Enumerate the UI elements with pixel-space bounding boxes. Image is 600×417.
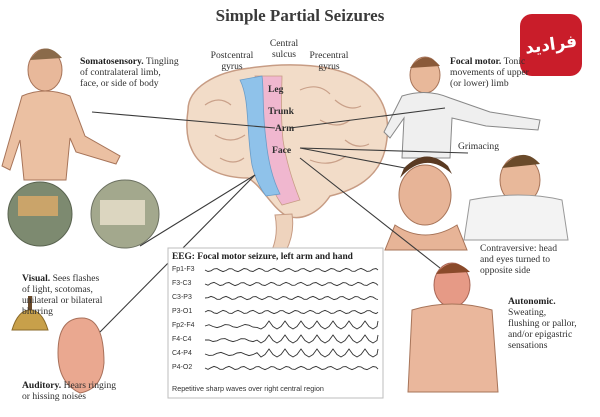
visual-line-1: Sees flashes	[50, 273, 100, 284]
visual-line-4: blurring	[22, 306, 53, 317]
eeg-channel-label: P3-O1	[172, 308, 193, 315]
auditory-line-1: Hears ringing	[61, 380, 117, 391]
precentral-gyrus-label: Precentral gyrus	[300, 50, 358, 72]
visual-line-3: unilateral or bilateral	[22, 295, 103, 306]
grimacing-label: Grimacing	[458, 141, 500, 152]
focal-motor-label: Focal motor. Tonic movements of upper (o…	[450, 56, 530, 89]
eeg-channel-label: Fp2-F4	[172, 322, 195, 329]
eeg-channel-label: P4-O2	[172, 364, 193, 371]
brand-logo: فرادید	[520, 14, 582, 76]
auditory-head: Auditory.	[22, 380, 62, 391]
focal-motor-line-3: (or lower) limb	[450, 78, 509, 89]
autonomic-figure	[407, 262, 499, 393]
contraversive-line-2: and eyes turned to	[480, 254, 551, 265]
visual-line-2: of light, scotomas,	[22, 284, 93, 295]
bell-and-ear	[11, 296, 105, 394]
somatosensory-line-3: face, or side of body	[80, 78, 159, 89]
eeg-channel-label: C4-P4	[172, 350, 192, 357]
somatosensory-head: Somatosensory.	[80, 56, 144, 67]
somatosensory-line-1: Tingling	[143, 56, 179, 67]
visual-label: Visual. Sees flashes of light, scotomas,…	[22, 273, 142, 317]
postcentral-line-2: gyrus	[221, 61, 243, 72]
autonomic-label: Autonomic. Sweating, flushing or pallor,…	[508, 296, 598, 351]
visual-scene	[7, 179, 160, 249]
region-arm: Arm	[275, 123, 295, 134]
visual-head: Visual.	[22, 273, 51, 284]
autonomic-line-3: and/or epigastric	[508, 329, 573, 340]
focal-motor-figure	[383, 56, 541, 159]
eeg-channel-label: Fp1-F3	[172, 266, 195, 273]
auditory-label: Auditory. Hears ringing or hissing noise…	[22, 380, 142, 402]
central-sulcus-label: Central sulcus	[262, 38, 306, 60]
grimacing-figure	[384, 156, 468, 251]
eeg-channel-label: F4-C4	[172, 336, 192, 343]
focal-motor-line-2: movements of upper	[450, 67, 529, 78]
autonomic-line-4: sensations	[508, 340, 548, 351]
precentral-line-2: gyrus	[318, 61, 340, 72]
region-leg: Leg	[268, 84, 284, 95]
somatosensory-figure	[1, 48, 121, 181]
focal-motor-head: Focal motor.	[450, 56, 502, 67]
brain-illustration	[186, 64, 389, 276]
contraversive-line-1: Contraversive: head	[480, 243, 557, 254]
focal-motor-line-1: Tonic	[501, 56, 526, 67]
central-line-1: Central	[269, 38, 299, 49]
postcentral-line-1: Postcentral	[210, 50, 254, 61]
contraversive-label: Contraversive: head and eyes turned to o…	[480, 243, 590, 276]
somatosensory-line-2: of contralateral limb,	[80, 67, 161, 78]
somatosensory-label: Somatosensory. Tingling of contralateral…	[80, 56, 220, 89]
eeg-title: EEG: Focal motor seizure, left arm and h…	[172, 252, 353, 262]
contraversive-line-3: opposite side	[480, 265, 531, 276]
contraversive-figure	[463, 154, 569, 241]
central-line-2: sulcus	[272, 49, 296, 60]
eeg-channel-label: F3-C3	[172, 280, 192, 287]
autonomic-line-2: flushing or pallor,	[508, 318, 577, 329]
region-face: Face	[272, 145, 292, 156]
region-trunk: Trunk	[268, 106, 294, 117]
autonomic-line-1: Sweating,	[508, 307, 547, 318]
postcentral-gyrus-label: Postcentral gyrus	[203, 50, 261, 72]
page-title: Simple Partial Seizures	[215, 6, 385, 25]
eeg-panel	[167, 247, 384, 399]
auditory-line-2: or hissing noises	[22, 391, 86, 402]
autonomic-head: Autonomic.	[508, 296, 556, 307]
eeg-channel-label: C3-P3	[172, 294, 192, 301]
precentral-line-1: Precentral	[309, 50, 349, 61]
eeg-caption: Repetitive sharp waves over right centra…	[172, 384, 324, 393]
